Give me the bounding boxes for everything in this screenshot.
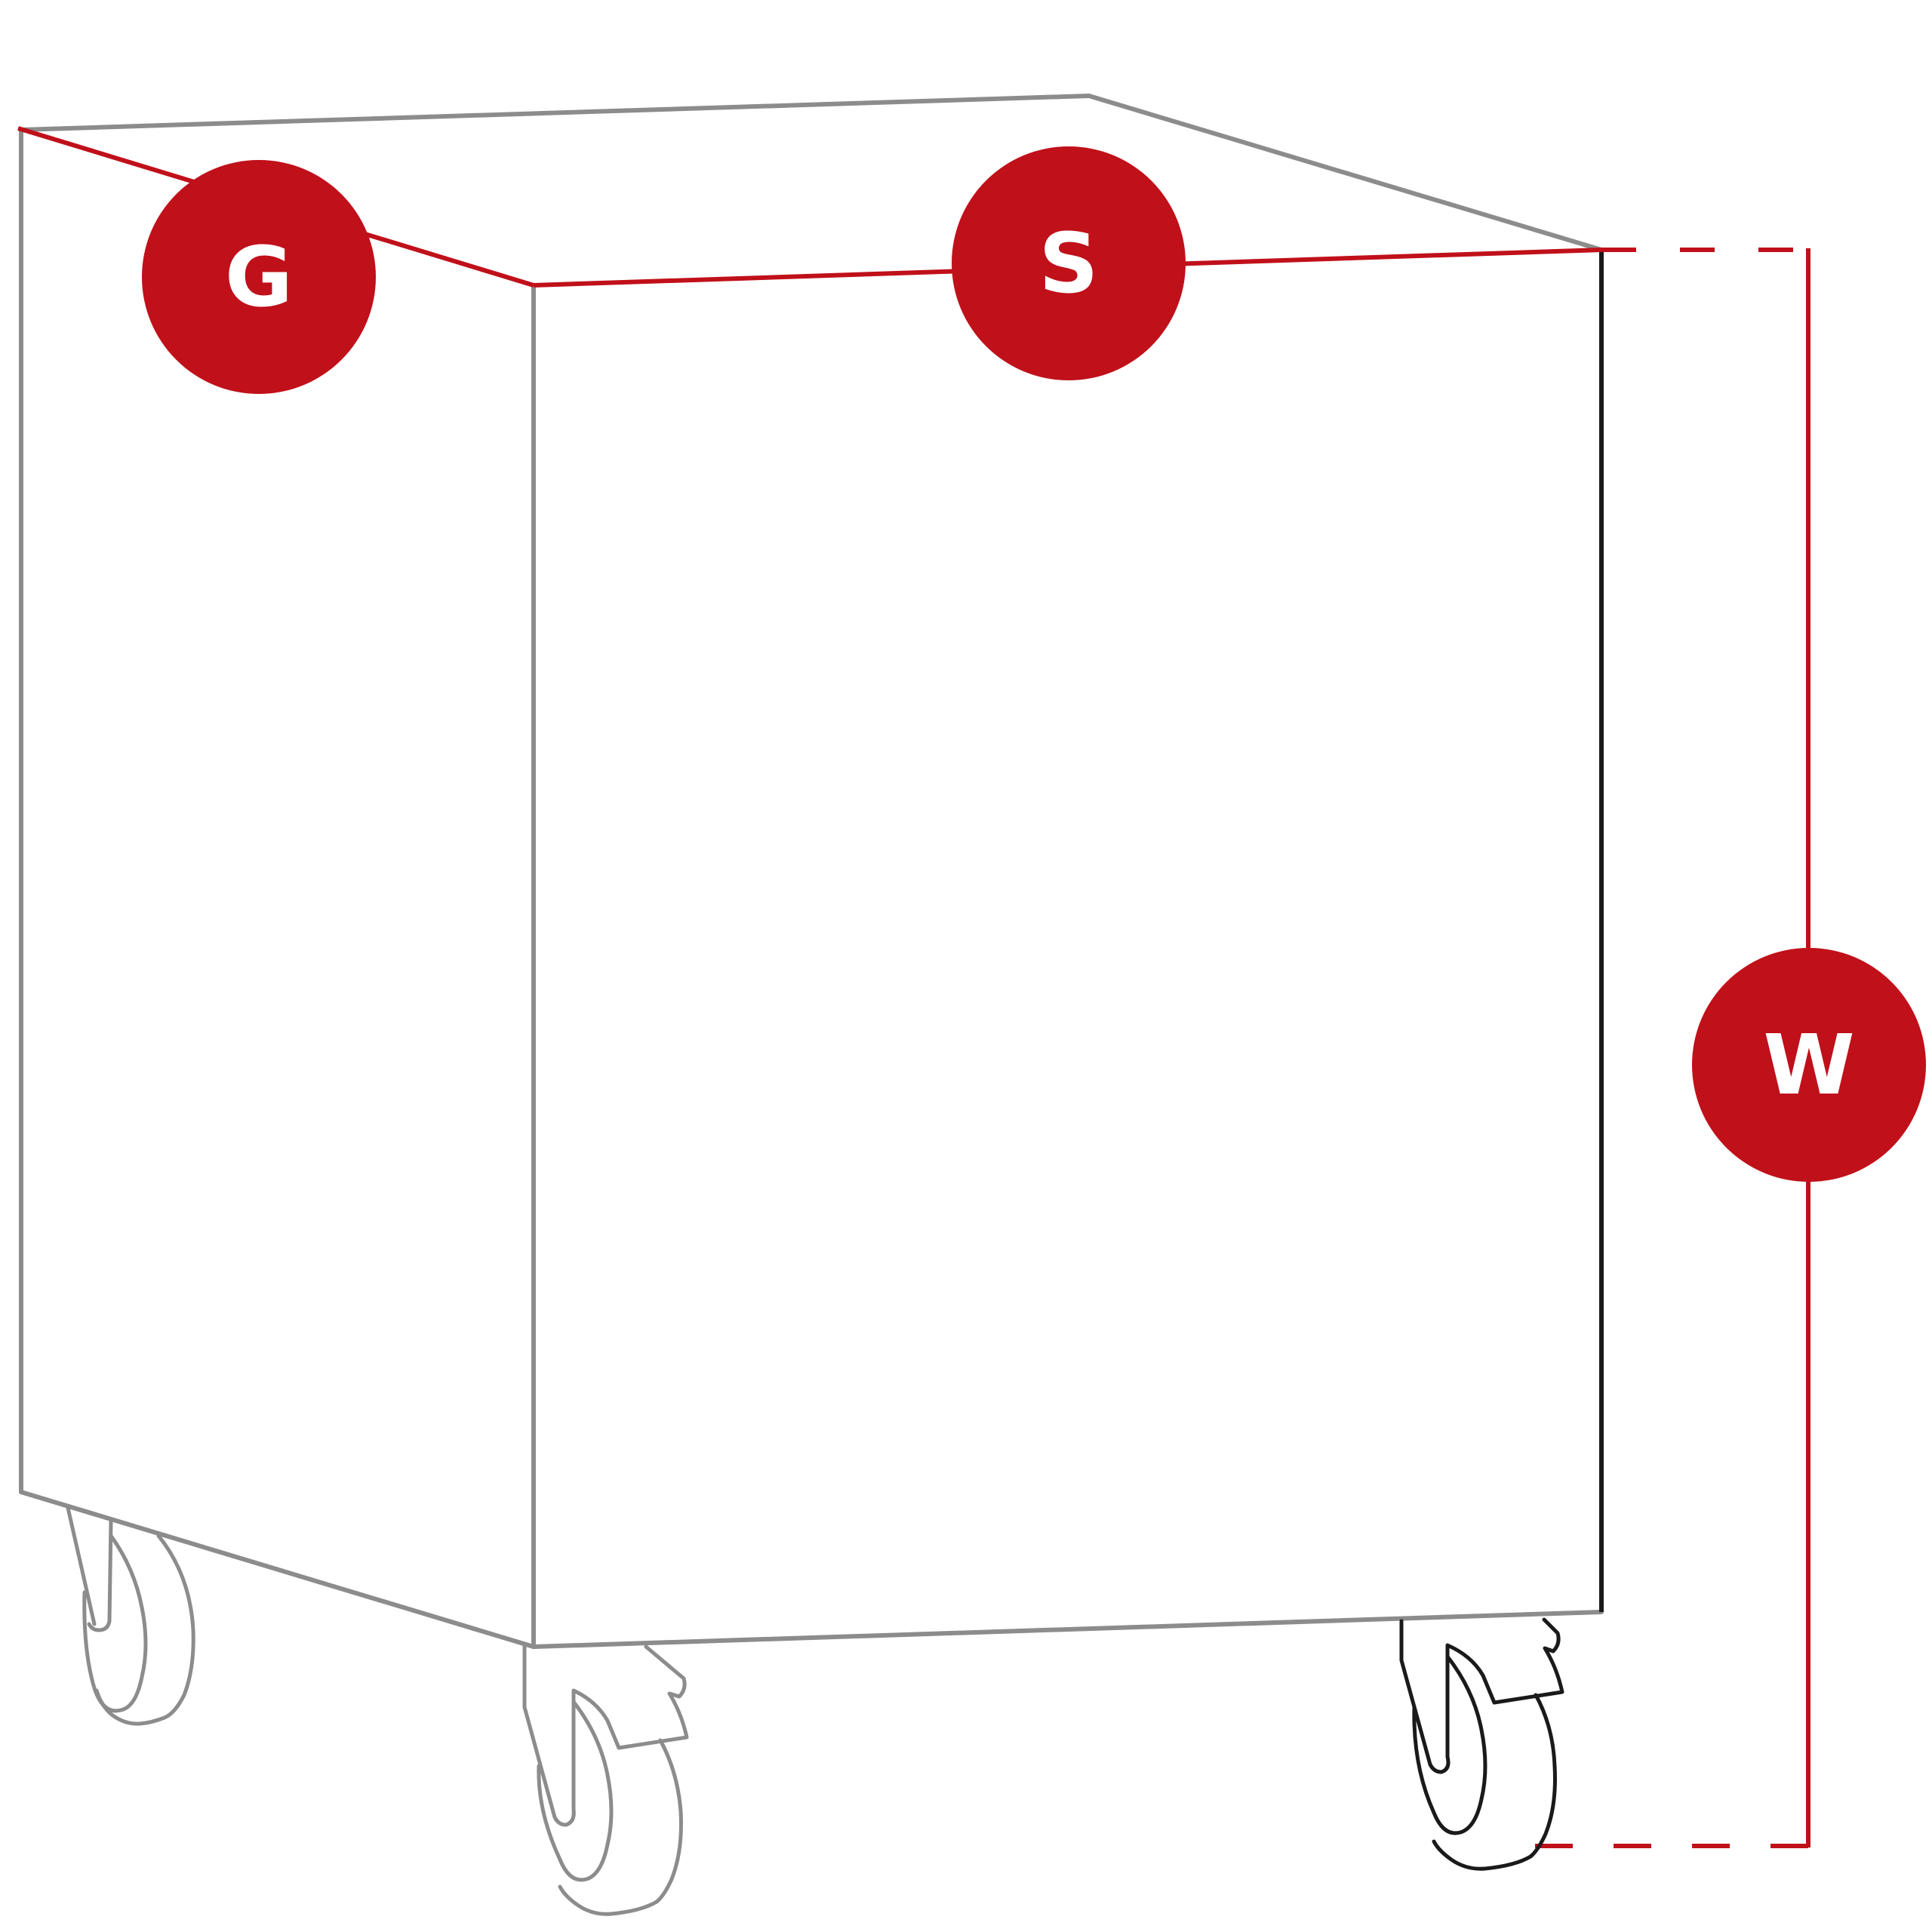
depth-badge-label: G <box>225 229 293 325</box>
width-badge-label: S <box>1038 215 1098 312</box>
height-badge-label: W <box>1763 1017 1854 1113</box>
bottom-left-edge <box>19 1490 536 1649</box>
top-right-edge <box>1087 94 1604 252</box>
height-badge: W <box>1692 948 1926 1182</box>
bottom-front-edge <box>531 1610 1604 1649</box>
width-badge-circle <box>952 146 1186 380</box>
depth-badge-circle <box>142 160 376 394</box>
height-badge-circle <box>1692 948 1926 1182</box>
top-back-edge <box>19 94 1091 132</box>
cabinet-outline <box>19 94 1604 1649</box>
caster-front-right <box>1399 1617 1564 1871</box>
caster-front-left <box>522 1644 689 1916</box>
caster-back-left <box>66 1506 195 1726</box>
width-badge: S <box>952 146 1186 380</box>
depth-badge: G <box>142 160 376 394</box>
